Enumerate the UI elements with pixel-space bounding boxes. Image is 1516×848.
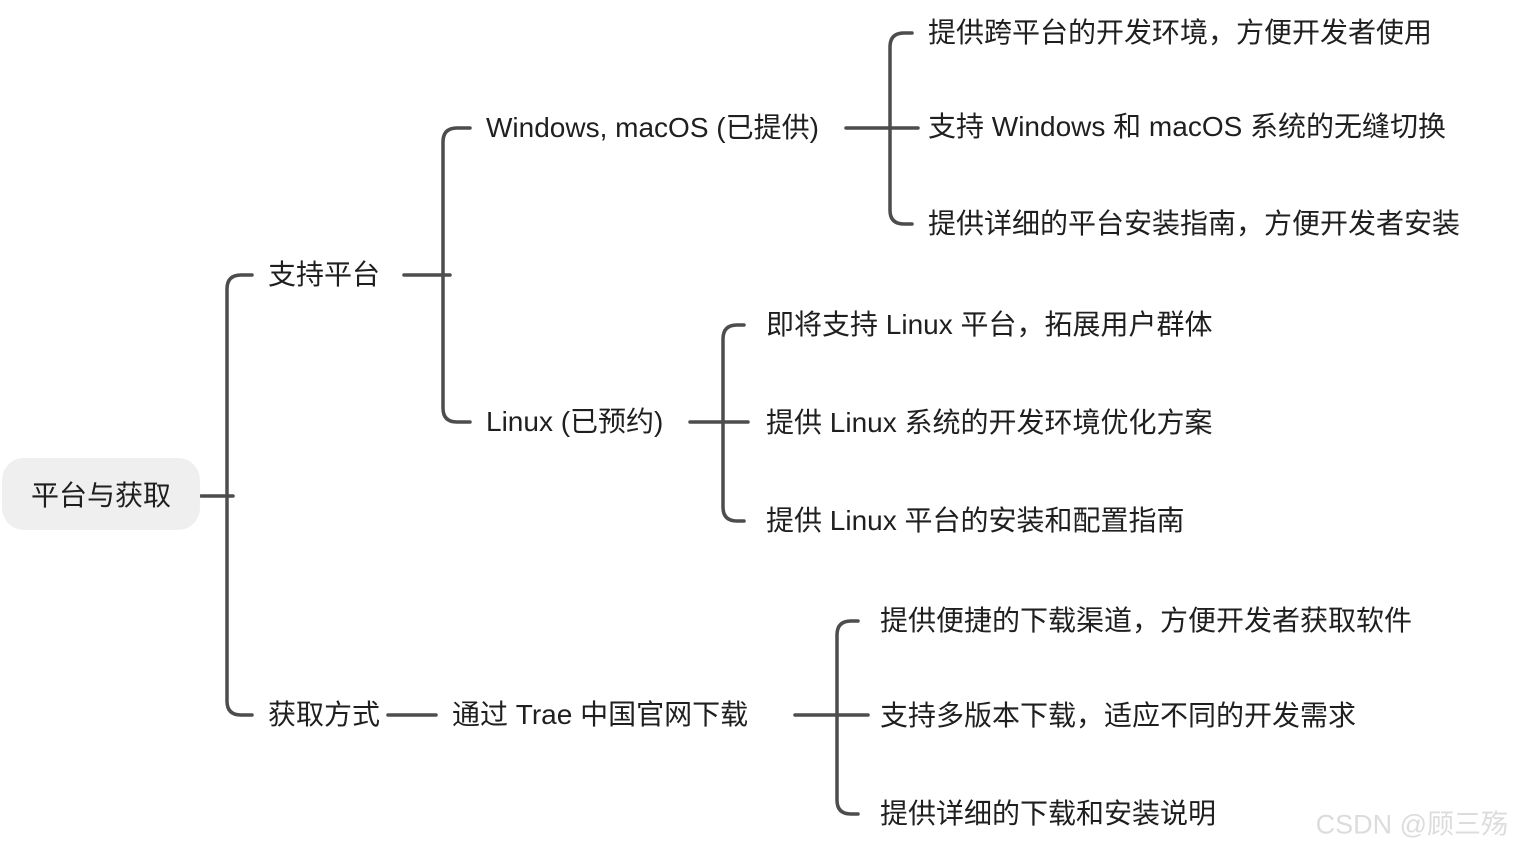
connector-platforms-bracket xyxy=(441,126,472,424)
node-supported-platforms[interactable]: 支持平台 xyxy=(268,259,381,291)
node-root[interactable]: 平台与获取 xyxy=(2,458,200,530)
node-root-label: 平台与获取 xyxy=(30,480,171,511)
leaf-windows-macos-3[interactable]: 提供详细的平台安装指南，方便开发者安装 xyxy=(928,208,1461,240)
leaf-download-2[interactable]: 支持多版本下载，适应不同的开发需求 xyxy=(880,700,1357,732)
connector-linux-bracket xyxy=(721,323,746,523)
leaf-linux-1[interactable]: 即将支持 Linux 平台，拓展用户群体 xyxy=(766,309,1213,341)
leaf-download-3[interactable]: 提供详细的下载和安装说明 xyxy=(880,798,1217,830)
csdn-watermark: CSDN @顾三殇 xyxy=(1315,809,1508,840)
connector-root-bracket xyxy=(225,273,254,717)
leaf-download-1[interactable]: 提供便捷的下载渠道，方便开发者获取软件 xyxy=(880,605,1413,637)
leaf-linux-3[interactable]: 提供 Linux 平台的安装和配置指南 xyxy=(766,505,1185,537)
node-windows-macos[interactable]: Windows, macOS (已提供) xyxy=(486,112,819,144)
leaf-windows-macos-2[interactable]: 支持 Windows 和 macOS 系统的无缝切换 xyxy=(928,111,1447,143)
leaf-linux-2[interactable]: 提供 Linux 系统的开发环境优化方案 xyxy=(766,407,1213,439)
node-download-official-site[interactable]: 通过 Trae 中国官网下载 xyxy=(452,699,749,731)
node-linux[interactable]: Linux (已预约) xyxy=(486,406,664,438)
connector-windows-bracket xyxy=(888,31,914,226)
node-acquisition-method[interactable]: 获取方式 xyxy=(268,699,381,731)
leaf-windows-macos-1[interactable]: 提供跨平台的开发环境，方便开发者使用 xyxy=(928,17,1433,49)
connector-download-bracket xyxy=(835,619,860,816)
